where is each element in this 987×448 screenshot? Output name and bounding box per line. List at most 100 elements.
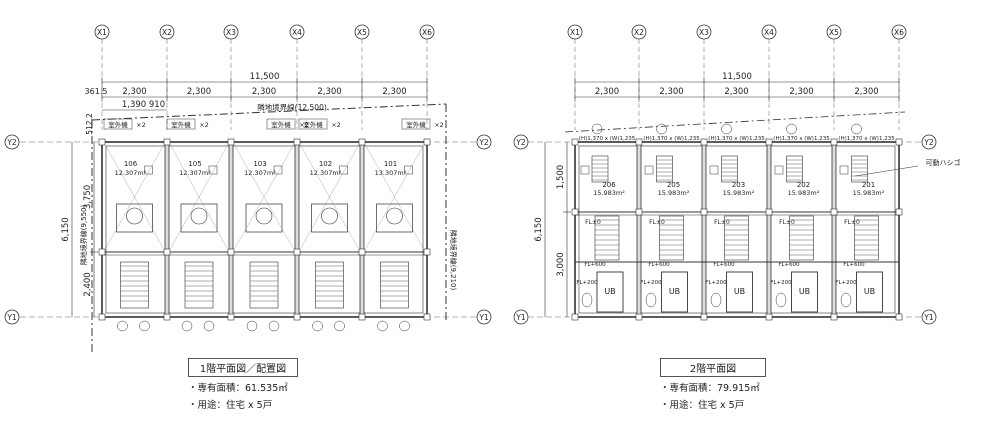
plan1-column-0-0 xyxy=(98,138,106,146)
plan1-entry-b-101 xyxy=(399,320,410,332)
plan2-stair-202 xyxy=(789,215,814,261)
plan2-toilet-201 xyxy=(840,292,852,308)
plan2-row-label-bottom-right: Y1 xyxy=(923,313,934,322)
plan1-outdoor-unit-box-4 xyxy=(401,118,431,130)
plan1-entry-b-106 xyxy=(139,320,150,332)
plan1-column-0-2 xyxy=(98,248,106,256)
plan2-dim-span-3: 2,300 xyxy=(789,87,813,97)
plan1-outer-wall xyxy=(101,141,428,318)
plan1-fixture-105 xyxy=(190,207,208,225)
plan1-outdoor-unit-box-2 xyxy=(266,118,296,130)
plan2-room-area-201: 15.983m² xyxy=(853,189,885,197)
plan1-entry-a-101 xyxy=(377,320,388,332)
plan2-party-wall-1 xyxy=(636,141,642,318)
plan2-row-label-bottom-left: Y1 xyxy=(515,313,526,322)
plan2-column-0-2 xyxy=(571,208,579,216)
plan2-title: 2階平面図 xyxy=(660,358,766,377)
plan1-outdoor-unit-qty-4: ×2 xyxy=(434,121,444,129)
plan1-caption: 1階平面図／配置図 ・専有面積：61.535㎡ ・用途：住宅 x 5戸 xyxy=(188,358,298,411)
plan1-room-area-101: 13.307m² xyxy=(375,169,407,177)
plan1-entry-b-102 xyxy=(334,320,345,332)
plan2-column-5-0 xyxy=(895,138,903,146)
plan2-fl0-205: FL±0 xyxy=(649,219,665,226)
plan1-boundary: 隣地境界線(12,500) xyxy=(257,102,327,112)
plan1-outdoor-unit-qty-1: ×2 xyxy=(199,121,209,129)
plan2-stair-206 xyxy=(594,215,620,261)
plan1-row-label-bottom-right-circle xyxy=(476,309,492,325)
plan2-window-mark-2 xyxy=(721,123,732,135)
plan1-vdim-total: 6,150 xyxy=(61,217,71,241)
plan1-s-box-102 xyxy=(339,165,348,175)
plan2-ladder-203 xyxy=(721,155,738,183)
plan2-window-mark-4 xyxy=(851,123,862,135)
plan1-fixture-103 xyxy=(255,207,273,225)
plan1-entry-b-103 xyxy=(268,320,280,332)
plan1-outdoor-unit-2: 室外機 xyxy=(271,120,291,129)
plan1-row-label-top-right: Y2 xyxy=(478,138,489,147)
plan1-bath-103 xyxy=(245,203,283,233)
plan2-grid-label-X3: X3 xyxy=(699,28,709,37)
plan1-void-diag-b-0 xyxy=(105,145,164,249)
plan1-s-box-106 xyxy=(144,165,153,175)
plan2-grid-label-X4: X4 xyxy=(764,28,774,37)
plan1-stair-101 xyxy=(380,261,409,309)
plan1-grid-label-X1: X1 xyxy=(97,28,107,37)
plan2-caption: 2階平面図 ・専有面積：79.915㎡ ・用途：住宅 x 5戸 xyxy=(660,358,766,411)
plan2-window-2: (H)1,370 x (W)1,235 xyxy=(708,136,765,142)
plan1-party-wall-3 xyxy=(294,141,300,318)
plan2-ub-box-202 xyxy=(791,271,818,313)
plan1-column-2-1 xyxy=(227,313,235,321)
plan2-vdim-total: 6,150 xyxy=(534,217,544,241)
plan2-area: ・専有面積：79.915㎡ xyxy=(660,383,760,394)
plan1-outdoor-unit-qty-2: ×2 xyxy=(299,121,309,129)
plan2-column-1-2 xyxy=(635,208,643,216)
plan2-window-mark-1 xyxy=(656,123,667,135)
plan2-s-box-201 xyxy=(839,165,849,175)
plan1-stair-103 xyxy=(249,261,279,309)
plan1-fixture-106 xyxy=(126,207,143,225)
plan2-party-wall-4 xyxy=(831,141,837,318)
plan1-top-margin: 512.2 xyxy=(85,113,94,135)
plan1-outdoor-unit-box-3 xyxy=(298,118,328,130)
plan1-vdim-lower: 2,400 xyxy=(83,272,93,296)
plan1-s-box-105 xyxy=(208,165,218,175)
plan2-ub-box-206 xyxy=(596,271,624,313)
plan1-outdoor-unit-1: 室外機 xyxy=(171,120,191,129)
plan1-s-box-103 xyxy=(273,165,283,175)
plan1-row-label-bottom-left: Y1 xyxy=(6,313,17,322)
plan1-use: ・用途：住宅 x 5戸 xyxy=(188,400,273,411)
plan2-column-3-0 xyxy=(765,138,773,146)
plan2-dim-span-2: 2,300 xyxy=(724,87,748,97)
plan2-fl600-206: FL+600 xyxy=(584,262,606,268)
plan1-column-3-0 xyxy=(293,138,301,146)
plan1-room-106: 106 xyxy=(124,160,138,168)
plan1-boundary-line xyxy=(91,103,447,121)
plan2-column-4-2 xyxy=(830,208,838,216)
plan1-dim-span-0: 2,300 xyxy=(122,87,146,97)
plan2-column-1-0 xyxy=(635,138,643,146)
plan2-room-202: 202 xyxy=(797,181,810,189)
plan2-column-5-2 xyxy=(895,208,903,216)
plan1-column-4-0 xyxy=(358,138,366,146)
plan1-column-2-0 xyxy=(227,138,235,146)
plan2-ub-box-205 xyxy=(661,271,688,313)
plan1-dim-span-1: 2,300 xyxy=(187,87,211,97)
plan1-offset: 361.5 xyxy=(85,87,108,96)
plan2-column-4-1 xyxy=(830,313,838,321)
plan1-dim-span-4: 2,300 xyxy=(382,87,406,97)
plan2-room-area-202: 15.983m² xyxy=(788,189,820,197)
plan2-column-5-1 xyxy=(895,313,903,321)
plan1-left-boundary: 隣地境界線(9,550) xyxy=(79,204,88,265)
plan2-room-205: 205 xyxy=(667,181,680,189)
plan2-grid-label-X6: X6 xyxy=(894,28,904,37)
plan1-column-1-1 xyxy=(163,313,171,321)
plan2-fl600-203: FL+600 xyxy=(713,262,735,268)
plan1-s-box-101 xyxy=(404,165,413,175)
plan1-party-wall-2 xyxy=(228,141,234,318)
plan1-bath-101 xyxy=(376,203,413,233)
plan2-outer-wall xyxy=(574,141,900,318)
plan1-outdoor-unit-qty-3: ×2 xyxy=(331,121,341,129)
plan1-row-label-bottom-right: Y1 xyxy=(478,313,489,322)
plan2-stair-203 xyxy=(724,215,749,261)
plan2-window-4: (H)1,370 x (W)1,235 xyxy=(838,136,895,142)
